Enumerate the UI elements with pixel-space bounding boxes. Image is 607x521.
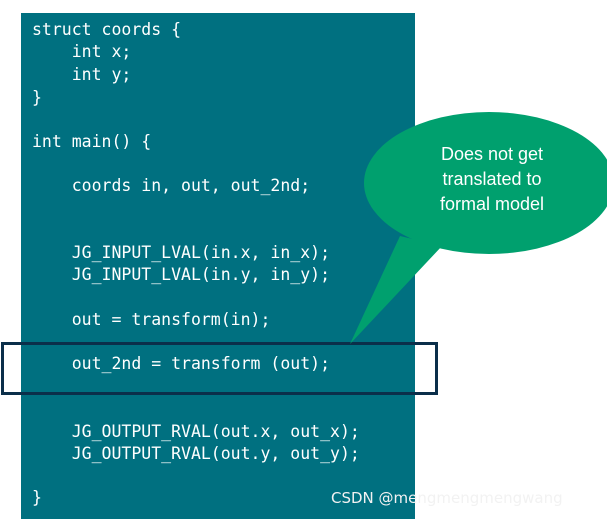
code-line-main-open: int main() { [32, 132, 152, 151]
highlight-box [1, 342, 438, 395]
callout-text-line-1: Does not get [440, 144, 544, 164]
code-line-transform-2nd: out_2nd = transform (out); [32, 354, 331, 373]
code-line-int-x: int x; [32, 42, 132, 61]
code-line-struct-open: struct coords { [32, 20, 182, 39]
code-line-input-y: JG_INPUT_LVAL(in.y, in_y); [32, 265, 331, 284]
callout-pointer [350, 236, 442, 344]
code-line-main-close: } [32, 488, 42, 507]
code-line-int-y: int y; [32, 65, 132, 84]
watermark: CSDN @mengmengmengwang [331, 489, 563, 507]
callout-text: Does not get translated to formal model [392, 142, 592, 217]
callout-ellipse [364, 112, 607, 254]
callout-text-line-2: translated to [442, 169, 542, 189]
code-panel: struct coords { int x; int y; } int main… [21, 13, 415, 519]
code-line-output-x: JG_OUTPUT_RVAL(out.x, out_x); [32, 422, 360, 441]
code-line-transform: out = transform(in); [32, 310, 271, 329]
callout-text-line-3: formal model [439, 194, 545, 214]
code-line-struct-close: } [32, 88, 42, 107]
code-line-declare: coords in, out, out_2nd; [32, 176, 311, 195]
code-line-input-x: JG_INPUT_LVAL(in.x, in_x); [32, 243, 331, 262]
code-line-output-y: JG_OUTPUT_RVAL(out.y, out_y); [32, 444, 360, 463]
